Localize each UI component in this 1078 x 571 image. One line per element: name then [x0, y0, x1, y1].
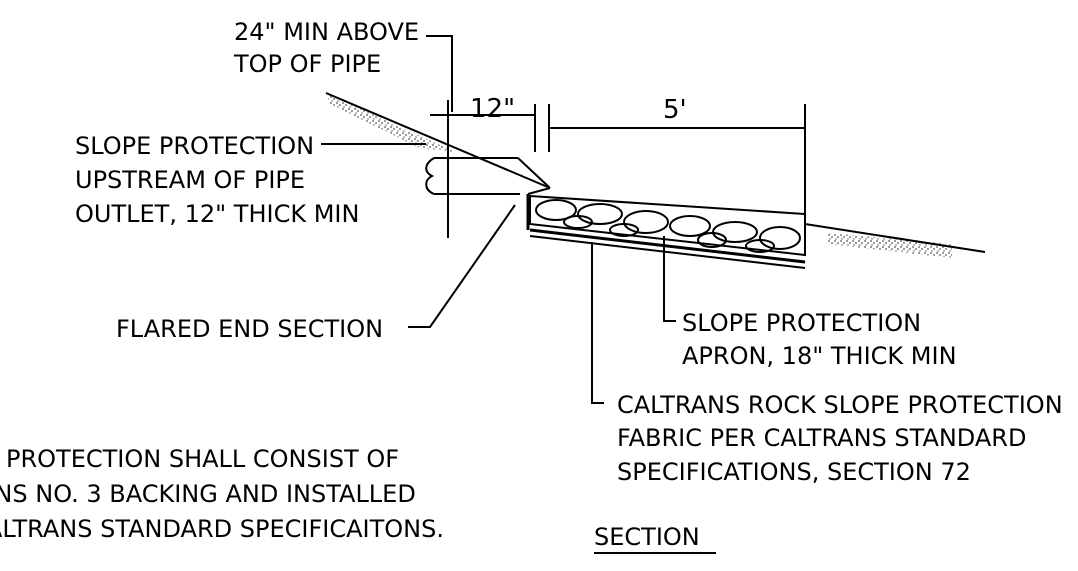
fabric-label-line3: SPECIFICATIONS, SECTION 72	[617, 458, 971, 486]
section-title: SECTION	[594, 523, 700, 551]
note-line3: ALTRANS STANDARD SPECIFICAITONS.	[0, 515, 444, 543]
pipe-cover-label-line2: TOP OF PIPE	[233, 50, 381, 78]
rock-apron	[529, 194, 806, 269]
note-line2: ANS NO. 3 BACKING AND INSTALLED	[0, 480, 416, 508]
pipe-and-flared-end	[425, 157, 551, 230]
downstream-ground	[804, 223, 986, 258]
note-line1: PROTECTION SHALL CONSIST OF	[6, 445, 399, 473]
fabric-label-line2: FABRIC PER CALTRANS STANDARD	[617, 424, 1026, 452]
flared-end-label: FLARED END SECTION	[116, 315, 383, 343]
leader-lines	[321, 143, 676, 404]
upstream-protection-label-line3: OUTLET, 12" THICK MIN	[75, 200, 359, 228]
dimension-5-feet: 5'	[663, 95, 687, 125]
dimension-lines	[426, 35, 806, 238]
pipe-cover-label-line1: 24" MIN ABOVE	[234, 18, 419, 46]
apron-label-line1: SLOPE PROTECTION	[682, 309, 921, 337]
dimension-12-inch: 12"	[470, 94, 515, 124]
fabric-label-line1: CALTRANS ROCK SLOPE PROTECTION	[617, 391, 1063, 419]
apron-label-line2: APRON, 18" THICK MIN	[682, 342, 957, 370]
upstream-protection-label-line1: SLOPE PROTECTION	[75, 132, 314, 160]
upstream-ground	[325, 92, 551, 189]
upstream-protection-label-line2: UPSTREAM OF PIPE	[75, 166, 305, 194]
